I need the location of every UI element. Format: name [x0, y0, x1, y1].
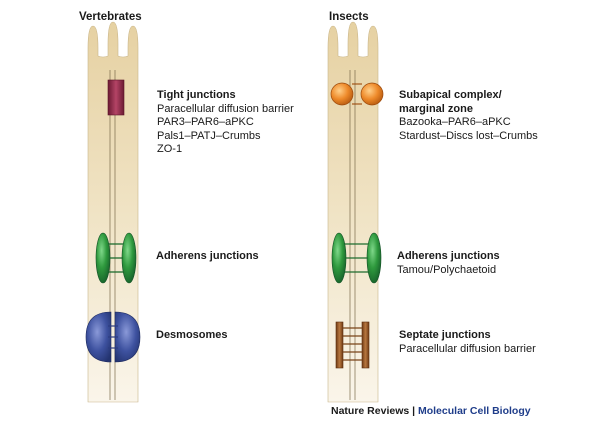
journal-credit: Nature Reviews | Molecular Cell Biology	[331, 405, 531, 417]
insect-adherens-heading: Adherens junctions	[397, 250, 500, 262]
tight-junction-line: Pals1–PATJ–Crumbs	[157, 129, 261, 142]
insect-adherens-line: Tamou/Polychaetoid	[397, 263, 497, 276]
insect-cell-body	[327, 21, 379, 403]
subapical-complex-label: Subapical complex/ marginal zone Bazooka…	[399, 89, 538, 143]
tight-junction-label: Tight junctions Paracellular diffusion b…	[157, 89, 294, 157]
adherens-junction-marker	[95, 232, 137, 284]
credit-journal: Molecular Cell Biology	[417, 405, 531, 417]
septate-junction-heading: Septate junctions	[399, 329, 491, 341]
tight-junction-line: Paracellular diffusion barrier	[157, 102, 294, 115]
panel-title-vertebrates: Vertebrates	[79, 11, 142, 23]
credit-publisher: Nature Reviews	[331, 405, 410, 417]
subapical-heading-line1: Subapical complex/	[399, 89, 502, 101]
tight-junction-heading: Tight junctions	[157, 89, 236, 101]
subapical-line: Bazooka–PAR6–aPKC	[399, 116, 511, 128]
adherens-junction-heading: Adherens junctions	[156, 250, 259, 262]
adherens-junction-label: Adherens junctions	[156, 250, 259, 264]
tight-junction-marker	[107, 79, 125, 116]
subapical-heading-line2: marginal zone	[399, 102, 473, 115]
tight-junction-line: PAR3–PAR6–aPKC	[157, 116, 254, 128]
subapical-complex-marker	[330, 82, 384, 106]
septate-junction-marker	[335, 321, 370, 369]
insect-epithelium	[327, 21, 384, 403]
credit-separator: |	[409, 405, 418, 417]
vertebrate-epithelium	[85, 21, 141, 403]
desmosome-marker	[85, 311, 141, 363]
desmosome-label: Desmosomes	[156, 329, 228, 343]
tight-junction-line: ZO-1	[157, 143, 183, 155]
panel-title-insects: Insects	[329, 11, 369, 23]
subapical-line: Stardust–Discs lost–Crumbs	[399, 129, 538, 142]
insect-adherens-label: Adherens junctions Tamou/Polychaetoid	[397, 250, 500, 277]
vertebrate-cell-body	[87, 21, 139, 403]
insect-adherens-junction-marker	[331, 232, 382, 284]
septate-junction-line: Paracellular diffusion barrier	[399, 342, 536, 355]
desmosome-heading: Desmosomes	[156, 329, 228, 341]
septate-junction-label: Septate junctions Paracellular diffusion…	[399, 329, 536, 356]
